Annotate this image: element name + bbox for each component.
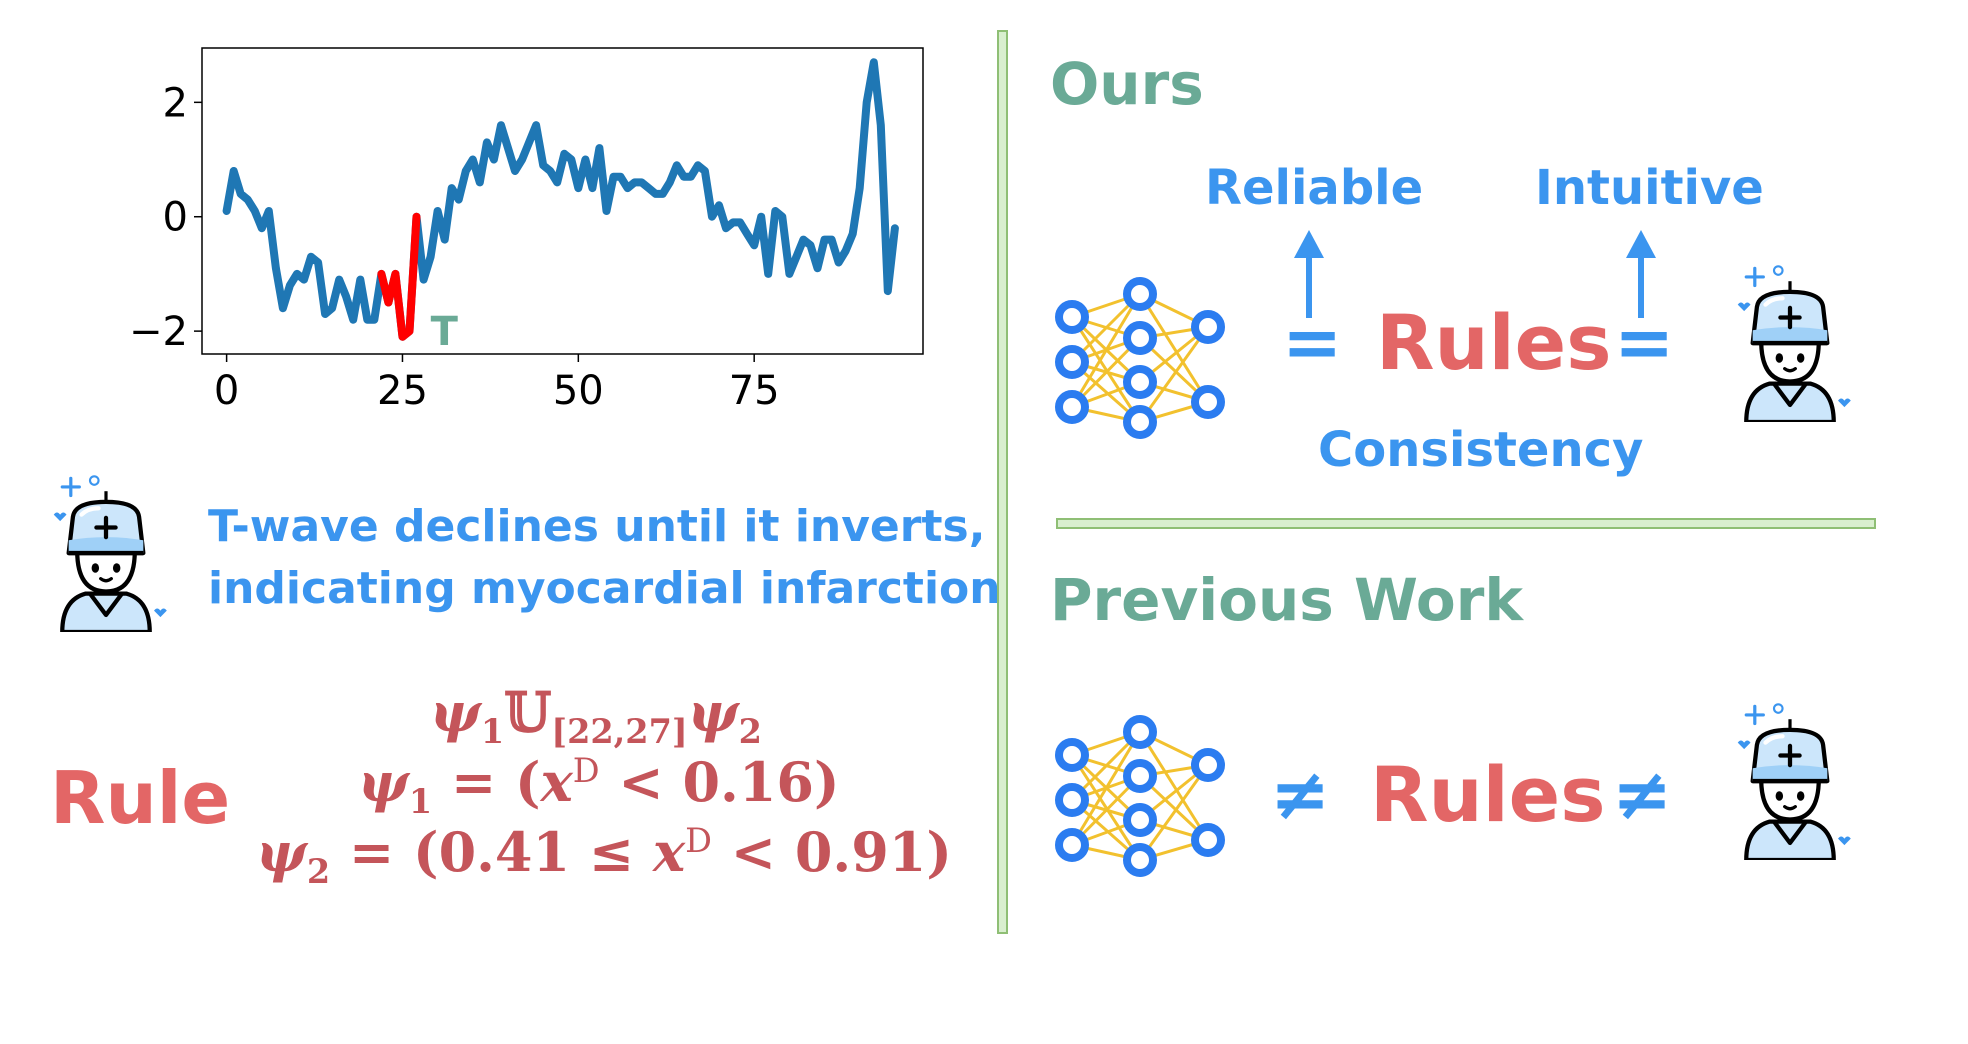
t-wave-label: T — [431, 309, 459, 355]
neural-network-icon — [1050, 272, 1240, 442]
intuitive-label: Intuitive — [1535, 160, 1764, 216]
not-equal-symbol: ≠ — [1612, 752, 1673, 836]
formula-line-2: ψ1 = (xD < 0.16) — [358, 750, 840, 821]
psi-symbol: ψ — [256, 820, 307, 884]
interval: [22,27] — [551, 711, 688, 751]
rule-label: Rule — [50, 756, 231, 840]
y-tick-label: 0 — [163, 195, 188, 241]
neural-network-icon — [1050, 710, 1240, 880]
x-tick-label: 50 — [553, 368, 604, 414]
formula-line-1: ψ1𝕌[22,27]ψ2 — [430, 680, 762, 751]
subscript: 1 — [408, 781, 433, 821]
plot-area-frame — [201, 47, 924, 355]
threshold-value: 0.41 — [438, 820, 571, 884]
formula-line-3: ψ2 = (0.41 ≤ xD < 0.91) — [256, 820, 952, 891]
until-operator: 𝕌 — [504, 680, 552, 744]
superscript-d: D — [572, 751, 600, 790]
equals-sign: = — [330, 820, 413, 884]
threshold-value: 0.91 — [794, 820, 927, 884]
subscript: 2 — [738, 711, 762, 751]
superscript-d: D — [685, 821, 712, 860]
less-than-sign: < — [712, 820, 795, 884]
doctor-icon — [38, 472, 174, 632]
x-variable: x — [652, 820, 686, 884]
subscript: 1 — [480, 711, 505, 751]
psi-symbol: ψ — [358, 750, 409, 814]
consistency-label: Consistency — [1318, 422, 1644, 478]
paren-close: ) — [926, 820, 952, 884]
rules-label: Rules — [1370, 750, 1606, 839]
doctor-explanation-line-2: indicating myocardial infarction — [208, 563, 1001, 614]
previous-work-title: Previous Work — [1050, 566, 1523, 634]
subscript: 2 — [306, 851, 331, 891]
doctor-icon — [1722, 262, 1858, 422]
arrow-up-icon — [1294, 230, 1324, 318]
equals-symbol: = — [1614, 300, 1675, 384]
rules-label: Rules — [1376, 298, 1612, 387]
threshold-value: 0.16 — [682, 750, 814, 814]
ecg-chart: 0 25 50 75 2 0 −2 T — [129, 47, 924, 414]
doctor-explanation-line-1: T-wave declines until it inverts, — [208, 501, 986, 552]
less-than-sign: < — [599, 750, 683, 814]
x-tick-label: 75 — [729, 368, 780, 414]
x-variable: x — [540, 750, 573, 814]
psi-symbol: ψ — [687, 680, 739, 744]
y-tick-label: −2 — [129, 309, 188, 355]
paren-open: ( — [413, 820, 439, 884]
t-wave-highlight — [377, 212, 421, 341]
paren-close: ) — [814, 750, 840, 814]
y-tick-label: 2 — [163, 80, 188, 126]
horizontal-divider — [1056, 518, 1876, 529]
x-tick-label: 25 — [377, 368, 428, 414]
paren-open: ( — [515, 750, 541, 814]
ours-title: Ours — [1050, 50, 1204, 118]
x-tick-label: 0 — [214, 368, 239, 414]
arrow-up-icon — [1626, 230, 1656, 318]
ecg-signal-line — [222, 58, 899, 341]
doctor-icon — [1722, 700, 1858, 860]
reliable-label: Reliable — [1205, 160, 1424, 216]
psi-symbol: ψ — [430, 680, 481, 744]
equals-sign: = — [432, 750, 515, 814]
not-equal-symbol: ≠ — [1270, 752, 1331, 836]
doctor-explanation: T-wave declines until it inverts, indica… — [208, 496, 1001, 620]
vertical-divider — [997, 30, 1008, 934]
less-equal-sign: ≤ — [570, 820, 653, 884]
equals-symbol: = — [1282, 300, 1343, 384]
